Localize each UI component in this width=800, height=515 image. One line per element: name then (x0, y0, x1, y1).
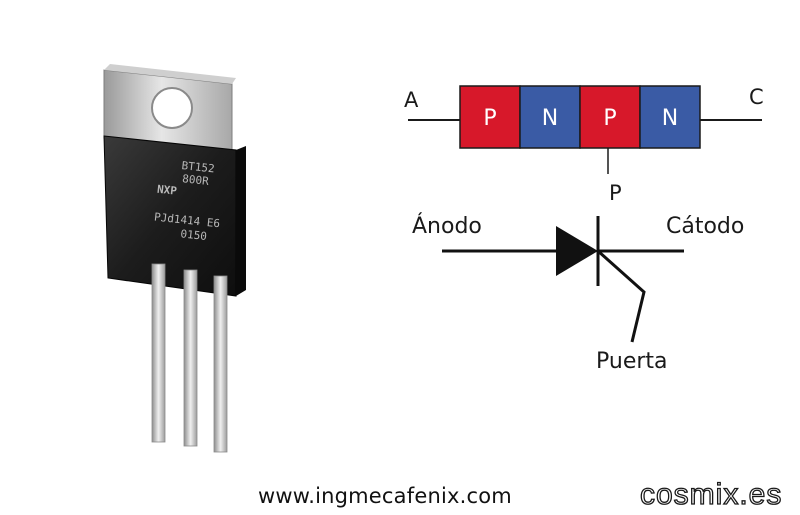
scr-component-illustration: BT152 800R NXP PJd1414 E6 0150 (103, 64, 246, 453)
semiconductor-layers: P N P N (459, 85, 701, 149)
layer-4-label: N (662, 106, 678, 131)
leg-anode (151, 263, 166, 443)
marking-part-number: BT152 (181, 159, 215, 175)
layer-1 (459, 85, 521, 149)
marking-voltage: 800R (182, 172, 210, 188)
website-url: www.ingmecafenix.com (258, 484, 512, 508)
layer-2-label: N (542, 106, 558, 131)
leg-cathode (183, 269, 198, 447)
symbol-gate-wire (597, 249, 646, 343)
label-gate: Puerta (596, 349, 668, 374)
scr-symbol: Ánodo Cátodo Puerta (412, 213, 744, 374)
label-gate-terminal: P (609, 181, 622, 205)
mounting-hole (151, 87, 193, 129)
scr-layer-diagram: A C P N P N P (404, 85, 764, 205)
layer-4 (639, 85, 701, 149)
diode-triangle (556, 226, 598, 276)
layer-3-label: P (603, 106, 616, 131)
label-cathode: Cátodo (666, 214, 744, 239)
marking-date: 0150 (180, 227, 208, 243)
nxp-logo: NXP (156, 183, 177, 198)
leg-gate (213, 275, 228, 453)
label-terminal-a: A (404, 88, 419, 112)
label-terminal-c: C (749, 85, 764, 109)
label-anode: Ánodo (412, 213, 482, 239)
layer-1-label: P (483, 106, 496, 131)
brand-watermark: cosmix.es (639, 477, 783, 511)
